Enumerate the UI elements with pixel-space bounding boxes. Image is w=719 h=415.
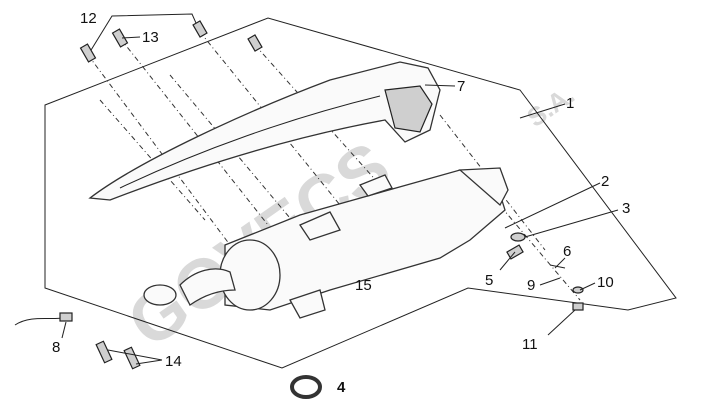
leader-3 <box>524 209 619 238</box>
leader-7 <box>424 84 456 87</box>
callout-14: 14 <box>165 353 182 370</box>
leader-5 <box>499 251 516 271</box>
callout-13: 13 <box>142 29 159 46</box>
leader-14 <box>107 349 163 361</box>
leader-14b <box>135 359 163 365</box>
muffler-outlet <box>458 167 509 207</box>
bolt <box>247 34 263 52</box>
callout-11: 11 <box>522 336 538 353</box>
callout-15: 15 <box>355 277 372 294</box>
gasket-4 <box>290 375 322 399</box>
callout-5: 5 <box>485 272 493 289</box>
mount-line <box>119 37 269 226</box>
leader-10 <box>579 282 596 291</box>
leader-2 <box>504 182 601 229</box>
callout-6: 6 <box>563 243 571 260</box>
leader-13 <box>121 36 141 39</box>
heat-shield-edge <box>119 95 381 189</box>
callout-9: 9 <box>527 277 535 294</box>
leader-6 <box>554 257 566 269</box>
bolt-12 <box>79 43 97 63</box>
muffler-mount <box>358 174 393 197</box>
pin-9 <box>549 264 566 269</box>
assembly-outline <box>44 17 677 369</box>
leader-1 <box>519 103 566 119</box>
callout-7: 7 <box>457 78 465 95</box>
muffler-mount <box>299 211 341 241</box>
leader-11 <box>547 309 576 336</box>
mount-line <box>254 44 381 186</box>
heat-shield <box>88 61 441 201</box>
callout-8: 8 <box>52 339 60 356</box>
bolt <box>192 20 208 38</box>
callout-10: 10 <box>597 274 614 291</box>
exhaust-pipe <box>179 268 236 306</box>
mount-line <box>87 54 231 246</box>
callout-2: 2 <box>601 173 609 190</box>
sensor-cable <box>14 317 63 326</box>
bolt-11 <box>572 302 584 311</box>
washer-3 <box>510 232 526 242</box>
stud-14 <box>95 340 113 364</box>
callout-3: 3 <box>622 200 630 217</box>
muffler-bracket <box>289 289 326 319</box>
leader-8 <box>61 321 67 339</box>
sensor-8 <box>59 312 73 322</box>
callout-4: 4 <box>337 379 346 396</box>
washer-10 <box>572 286 584 294</box>
callout-1: 1 <box>566 95 574 112</box>
callout-12: 12 <box>80 10 97 27</box>
stud-14 <box>123 346 141 370</box>
heat-shield-vent <box>384 85 433 133</box>
leader-9 <box>539 277 561 286</box>
bolt-13 <box>111 28 129 48</box>
mount-line <box>169 74 301 231</box>
mount-line <box>99 99 206 221</box>
exhaust-flange <box>143 284 177 306</box>
